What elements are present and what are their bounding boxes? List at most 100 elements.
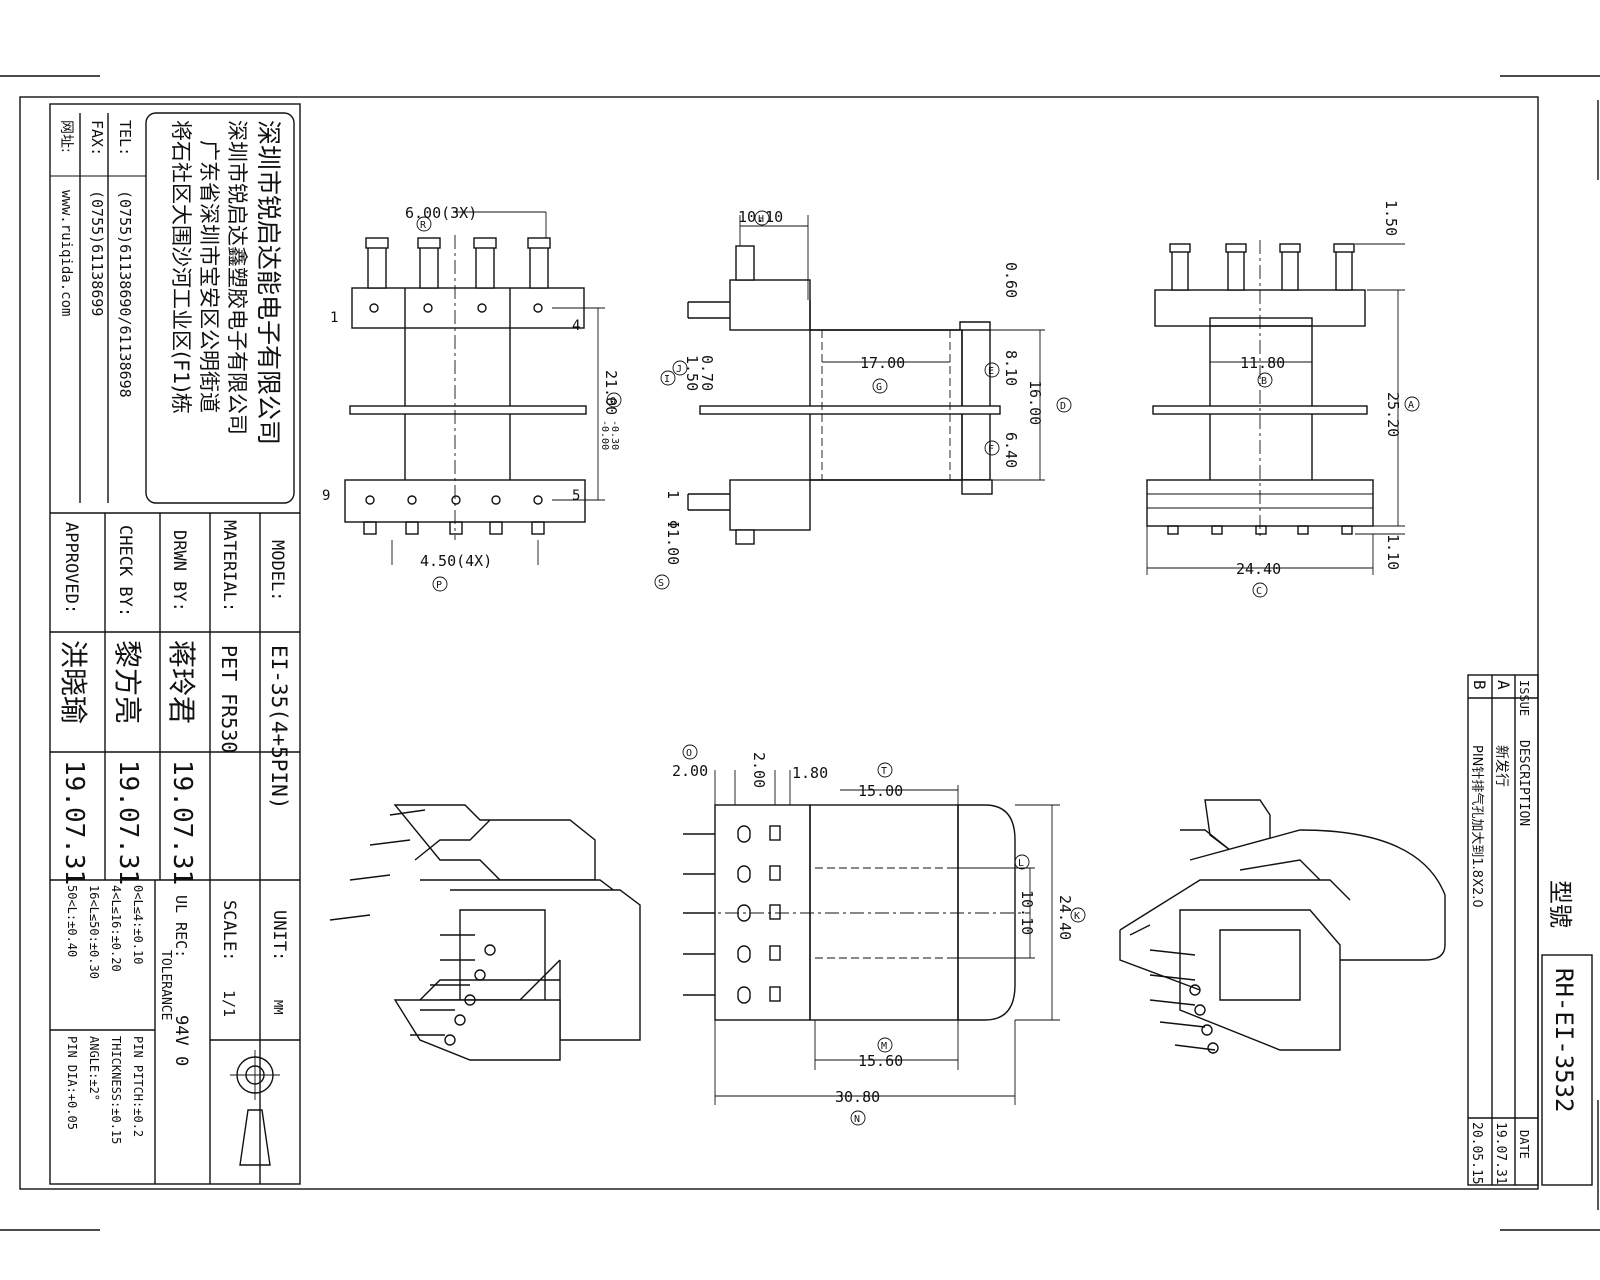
- tolerance-list: 0<L≤4:±0.10 4<L≤16:±0.20 16<L≤50:±0.30 5…: [65, 885, 145, 1144]
- revision-header-desc: DESCRIPTION: [1516, 740, 1531, 826]
- dim-L-letter: L: [1018, 858, 1024, 869]
- model-number-box: 型號 RH-EI-3532: [1541, 880, 1593, 1186]
- revision-b-date: 20.05.15: [1469, 1122, 1484, 1185]
- dim-B-letter: B: [1261, 376, 1267, 387]
- revision-header-issue: ISSUE: [1517, 680, 1531, 716]
- model-number-label: 型號: [1546, 880, 1574, 928]
- dim-F-letter: F: [988, 444, 994, 455]
- dim-Q-tol-lower: -0.30: [609, 420, 620, 450]
- dim-A-letter: A: [1408, 400, 1414, 411]
- dim-T-letter: T: [881, 766, 887, 777]
- model-value: EI-35(4+5PIN): [267, 645, 291, 809]
- pin-label-9: 9: [322, 488, 330, 504]
- dim-C-letter: C: [1256, 586, 1262, 597]
- dim-G-letter: G: [876, 382, 882, 393]
- dim-N-value: 30.80: [835, 1088, 880, 1106]
- view-pin-side: 6.00(3X) R 4.50(4X) P 21.00 -0.00 -0.30 …: [322, 204, 622, 592]
- tolerance-thickness: THICKNESS:±0.15: [109, 1036, 123, 1144]
- tolerance-4: 50<L:±0.40: [65, 885, 79, 957]
- dim-Q-value: 21.00: [602, 370, 620, 415]
- fax-label: FAX:: [88, 120, 106, 156]
- pin-label-5: 5: [572, 488, 580, 504]
- dim-I-value: 1.50: [683, 355, 701, 391]
- dim-K-value: 0.60: [1002, 262, 1020, 298]
- pin-label-4: 4: [572, 318, 580, 334]
- tolerance-label: TOLERANCE: [158, 950, 173, 1020]
- drawn-label: DRWN BY:: [169, 530, 189, 612]
- pin-label-1: 1: [330, 310, 338, 326]
- approved-date: 19.07.31: [59, 760, 89, 885]
- model-number: RH-EI-3532: [1550, 968, 1578, 1113]
- fax-value: (0755)61138699: [88, 190, 106, 316]
- check-label: CHECK BY:: [115, 525, 135, 617]
- dim-B-value: 11.80: [1240, 354, 1285, 372]
- revision-block: ISSUE DESCRIPTION DATE A 新发行 19.07.31 B …: [1467, 674, 1539, 1186]
- web-value: www.ruiqida.com: [58, 190, 74, 316]
- company-address-2: 将石社区大围沙河工业区(F1)栋: [169, 120, 193, 414]
- model-label: MODEL:: [267, 540, 287, 601]
- check-date: 19.07.31: [113, 760, 143, 885]
- view-bottom: 2.00 O 2.00 1.80 15.00 T 10.10 L 24.40 K…: [672, 744, 1086, 1126]
- dim-O2-value: 2.00: [750, 752, 768, 788]
- dim-R-letter: R: [420, 220, 427, 231]
- view-front: 1.50 25.20 A 11.80 B 1.10 24.40 C: [1146, 200, 1420, 598]
- revision-a-desc: 新发行: [1493, 745, 1509, 787]
- scale-label: SCALE:: [219, 900, 239, 961]
- dim-E-value: 8.10: [1002, 350, 1020, 386]
- ul-value: 94V 0: [171, 1015, 191, 1066]
- dim-N-letter: N: [854, 1114, 860, 1125]
- dim-L-value: 10.10: [1018, 890, 1036, 935]
- unit-label: UNIT:: [269, 910, 289, 961]
- tolerance-3: 16<L≤50:±0.30: [87, 885, 101, 979]
- tolerance-1: 0<L≤4:±0.10: [131, 885, 145, 964]
- tel-label: TEL:: [116, 120, 134, 156]
- dim-J-letter: J: [676, 364, 682, 375]
- dim-M-value: 15.60: [858, 1052, 903, 1070]
- dim-D-value: 16.00: [1026, 380, 1044, 425]
- company-subsidiary: 深圳市锐启达鑫塑胶电子有限公司: [225, 120, 249, 435]
- dim-F-value: 6.40: [1002, 432, 1020, 468]
- view-isometric-right: [1119, 799, 1446, 1054]
- dim-K-letter: K: [1074, 911, 1080, 922]
- dim-D-letter: D: [1060, 401, 1066, 412]
- dim-J-value: 0.70: [698, 355, 716, 391]
- projection-symbol: [230, 1050, 280, 1166]
- dim-S-value: Φ1.00: [664, 520, 682, 565]
- tolerance-pin-dia: PIN DIA:+0.05: [65, 1036, 79, 1130]
- dim-I-letter: I: [664, 374, 670, 385]
- title-block: 深圳市锐启达能电子有限公司 深圳市锐启达鑫塑胶电子有限公司 广东省深圳市宝安区公…: [49, 103, 301, 1185]
- check-name: 黎方亮: [111, 640, 144, 724]
- tolerance-pin-pitch: PIN PITCH:±0.2: [131, 1036, 145, 1137]
- dim-K2-value: 24.40: [1056, 895, 1074, 940]
- revision-b-desc: PIN针排气孔加大到1.8X2.0: [1469, 745, 1485, 908]
- dim-top-value: 1.50: [1382, 200, 1400, 236]
- unit-value: MM: [271, 1000, 285, 1014]
- material-value: PET FR530: [217, 645, 241, 753]
- dim-O-value: 2.00: [672, 762, 708, 780]
- company-address-1: 广东省深圳市宝安区公明街道: [197, 140, 221, 413]
- dim-M-letter: M: [881, 1041, 887, 1052]
- scale-value: 1/1: [220, 990, 238, 1017]
- revision-a-date: 19.07.31: [1493, 1122, 1508, 1185]
- dim-C-value: 24.40: [1236, 560, 1281, 578]
- dim-H-letter: H: [758, 214, 764, 225]
- dim-one-value: 1: [664, 490, 682, 499]
- ul-label: UL REC:: [172, 895, 190, 958]
- revision-header-date: DATE: [1517, 1130, 1531, 1159]
- dim-E-letter: E: [988, 366, 994, 377]
- view-side: 10.10 H 17.00 G 8.10 E 6.40 F 16.00 D 0.…: [654, 208, 1072, 590]
- revision-a-issue: A: [1494, 680, 1513, 690]
- revision-b-issue: B: [1470, 680, 1489, 690]
- dim-S-letter: S: [658, 578, 664, 589]
- approved-name: 洪晓瑜: [57, 640, 90, 724]
- material-label: MATERIAL:: [219, 520, 239, 612]
- tel-value: (0755)61138690/61138698: [116, 190, 134, 398]
- dim-O3-value: 1.80: [792, 764, 828, 782]
- dim-T-value: 15.00: [858, 782, 903, 800]
- drawn-name: 蒋玲君: [165, 640, 198, 724]
- dim-P-value: 4.50(4X): [420, 552, 492, 570]
- drawing-border: [19, 96, 1539, 1190]
- dim-P-letter: P: [436, 580, 442, 591]
- corner-marks: [0, 75, 1600, 1231]
